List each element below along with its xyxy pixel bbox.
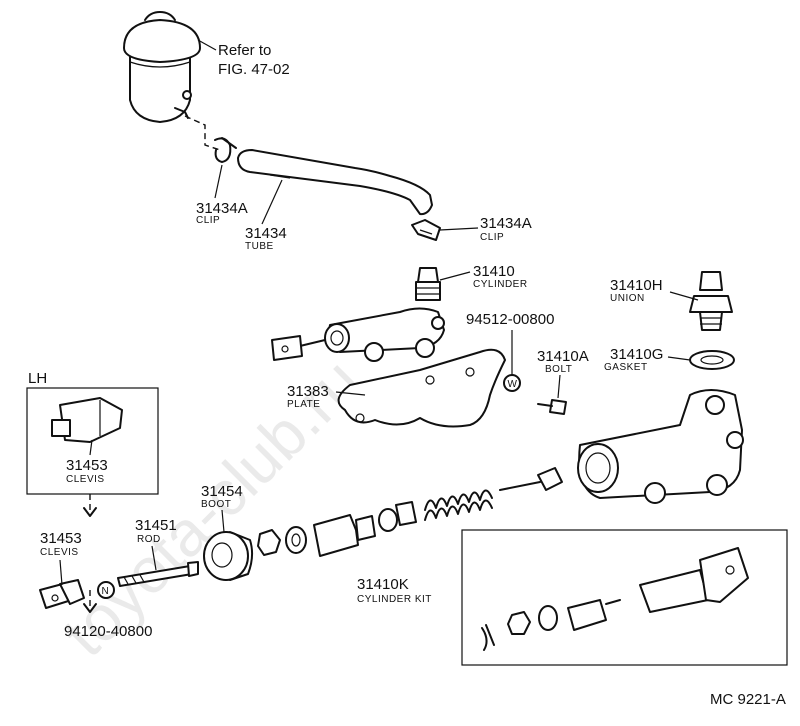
- part-31410A-name: BOLT: [545, 364, 572, 375]
- part-31383-name: PLATE: [287, 399, 320, 410]
- clip-right-drawing: [411, 219, 441, 241]
- tube-drawing: [237, 149, 433, 216]
- part-31434A-right-number: 31434A: [480, 215, 532, 232]
- part-94512-symbol: W: [508, 379, 518, 390]
- part-31410G-name: GASKET: [604, 362, 648, 373]
- rod-drawing: [117, 561, 199, 587]
- clip-upper-drawing: [214, 137, 237, 163]
- part-31410-number: 31410: [473, 263, 515, 280]
- part-31410H-number: 31410H: [610, 277, 663, 294]
- part-31410K-number: 31410K: [357, 576, 409, 593]
- clevis-drawing: [39, 579, 85, 609]
- part-94120-number: 94120-40800: [64, 623, 152, 640]
- plate-drawing: [337, 348, 506, 428]
- part-31383-number: 31383: [287, 383, 329, 400]
- part-31451-number: 31451: [135, 517, 177, 534]
- part-31434A-upper-number: 31434A: [196, 200, 248, 217]
- bolt-drawing: [537, 399, 567, 415]
- part-31454-number: 31454: [201, 483, 243, 500]
- reservoir-drawing: [123, 11, 201, 123]
- part-31434-name: TUBE: [245, 241, 274, 252]
- cylinder-kit-box: [461, 529, 788, 666]
- inset-label: LH: [28, 370, 47, 387]
- part-31410-name: CYLINDER: [473, 279, 528, 290]
- part-31434A-upper-name: CLIP: [196, 215, 220, 226]
- refer-note-line2: FIG. 47-02: [218, 61, 290, 78]
- part-31453-number: 31453: [40, 530, 82, 547]
- part-31434A-right-name: CLIP: [480, 232, 504, 243]
- part-94120-symbol: N: [102, 586, 110, 597]
- part-31410G-number: 31410G: [610, 346, 663, 363]
- part-31434-number: 31434: [245, 225, 287, 242]
- cylinder-assembly-drawing: [271, 267, 445, 362]
- cylinder-body-drawing: [577, 389, 744, 504]
- figure-code: MC 9221-A: [710, 691, 786, 708]
- refer-note-line1: Refer to: [218, 42, 271, 59]
- part-31410A-number: 31410A: [537, 348, 589, 365]
- part-31454-name: BOOT: [201, 499, 231, 510]
- internal-parts-drawing: [257, 467, 563, 557]
- part-31453-name: CLEVIS: [40, 547, 79, 558]
- union-drawing: [689, 271, 733, 331]
- part-31453-inset-name: CLEVIS: [66, 474, 105, 485]
- part-94512-number: 94512-00800: [466, 311, 554, 328]
- gasket-drawing: [689, 350, 735, 370]
- part-31453-inset-number: 31453: [66, 457, 108, 474]
- lh-inset-box: [26, 387, 159, 495]
- part-31410H-name: UNION: [610, 293, 645, 304]
- part-31451-name: ROD: [137, 534, 161, 545]
- boot-drawing: [203, 531, 254, 581]
- part-31410K-name: CYLINDER KIT: [357, 594, 432, 605]
